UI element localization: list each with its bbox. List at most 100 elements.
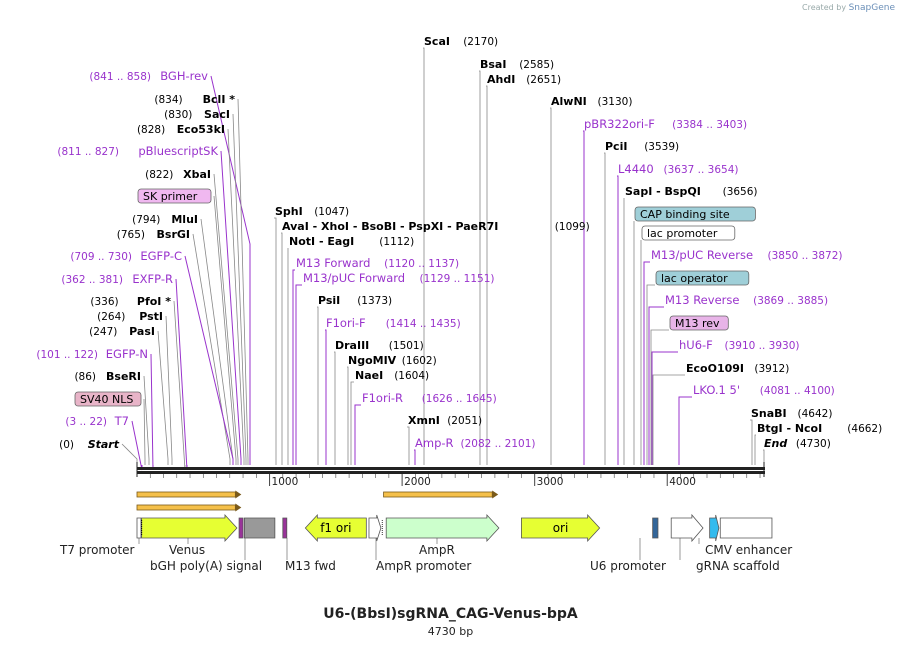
feature-tag-box <box>641 225 736 241</box>
primer-label: Amp-R <box>415 436 454 450</box>
site-position: (3637 .. 3654) <box>664 164 739 176</box>
feature-block <box>521 513 601 543</box>
leader-line <box>754 434 756 465</box>
site-position: (0) <box>59 439 74 451</box>
enzyme-label: PsiI <box>318 294 340 307</box>
ruler-tick-label: 1000 <box>272 476 299 488</box>
leader-line <box>165 315 173 465</box>
enzyme-label: SnaBI <box>751 407 787 420</box>
feature-block <box>238 517 244 539</box>
enzyme-label: ScaI <box>424 35 450 48</box>
leader-line <box>334 351 336 465</box>
site-position: (2651) <box>526 74 561 86</box>
site-position: (3130) <box>598 96 633 108</box>
leader-line <box>650 329 669 465</box>
feature-block <box>670 513 704 543</box>
feature-tag-box <box>137 188 212 204</box>
feature-name: CMV enhancer <box>705 543 792 557</box>
leader-line <box>652 374 685 465</box>
leader-line <box>486 85 488 465</box>
orf-bar <box>383 491 493 498</box>
leader-line <box>121 443 138 465</box>
enzyme-label: XbaI <box>183 168 211 181</box>
feature-tag-label: lac promoter <box>647 227 718 240</box>
left-label-column: BGH-rev(841 .. 858)BclI *(834)SacI(830)E… <box>36 69 235 451</box>
leader-line <box>227 128 245 465</box>
feature-inline-label: ori <box>553 521 569 535</box>
enzyme-label: SapI - BspQI <box>625 185 701 198</box>
ruler-tick-label: 3000 <box>537 476 564 488</box>
leader-line <box>157 330 169 465</box>
sequence-top-strand <box>137 467 765 470</box>
site-position: (101 .. 122) <box>36 349 98 361</box>
site-position: (4081 .. 4100) <box>760 385 835 397</box>
primer-label: pBR322ori-F <box>584 117 655 131</box>
enzyme-label: NgoMIV <box>348 354 397 367</box>
primer-label: L4440 <box>618 162 654 176</box>
site-position: (3912) <box>754 363 789 375</box>
enzyme-label: BtgI - NcoI <box>757 422 822 435</box>
leader-line <box>213 195 237 465</box>
leader-line <box>347 366 349 465</box>
primer-label: LKO.1 5' <box>693 383 740 397</box>
enzyme-label: AhdI <box>487 73 515 86</box>
site-position: (841 .. 858) <box>89 71 151 83</box>
leader-line <box>763 449 765 465</box>
leader-line <box>213 173 239 465</box>
enzyme-label: NotI - EagI <box>289 235 354 248</box>
site-position: (2051) <box>447 415 482 427</box>
leader-line <box>210 75 251 465</box>
feature-tag-box <box>669 315 729 331</box>
site-position: (830) <box>164 109 192 121</box>
site-position: (1120 .. 1137) <box>384 258 459 270</box>
leader-line <box>550 107 552 465</box>
feature-block <box>652 517 659 539</box>
feature-block <box>368 514 382 542</box>
site-position: (765) <box>117 229 145 241</box>
site-position: (2082 .. 2101) <box>461 438 536 450</box>
enzyme-label: End <box>764 437 787 450</box>
leader-line <box>237 98 249 465</box>
feature-block <box>141 513 238 543</box>
leader-line <box>220 150 242 465</box>
orf-arrowhead <box>235 503 242 512</box>
feature-tag-label: SK primer <box>143 190 198 203</box>
site-position: (336) <box>90 296 118 308</box>
ruler-tick-label: 2000 <box>404 476 431 488</box>
primer-label: hU6-F <box>679 338 713 352</box>
leader-line <box>232 113 247 465</box>
feature-block <box>385 513 500 543</box>
leader-line <box>643 261 650 465</box>
leader-line <box>325 329 327 465</box>
feature-block <box>304 513 367 543</box>
leader-line <box>274 217 277 465</box>
feature-name: M13 fwd <box>285 559 336 573</box>
leader-line <box>281 232 283 465</box>
enzyme-label: AvaI - XhoI - BsoBI - PspXI - PaeR7I <box>282 220 498 233</box>
enzyme-label: Start <box>88 438 120 451</box>
site-position: (709 .. 730) <box>70 251 132 263</box>
site-position: (4730) <box>796 438 831 450</box>
leader-line <box>604 152 606 465</box>
enzyme-label: XmnI <box>408 414 440 427</box>
site-position: (1129 .. 1151) <box>420 273 495 285</box>
primer-label: M13 Reverse <box>665 293 739 307</box>
primer-label: M13/pUC Forward <box>303 271 405 285</box>
site-position: (4642) <box>798 408 833 420</box>
snapgene-credit: Created by SnapGene <box>802 3 895 13</box>
feature-block <box>719 517 773 539</box>
feature-block <box>136 517 142 539</box>
leader-line <box>583 130 585 465</box>
site-position: (3656) <box>723 186 758 198</box>
site-position: (362 .. 381) <box>61 274 123 286</box>
enzyme-label: PstI <box>139 310 163 323</box>
enzyme-label: PciI <box>605 140 627 153</box>
site-position: (828) <box>137 124 165 136</box>
leader-line <box>407 426 410 465</box>
sequence-bottom-strand <box>137 471 765 474</box>
primer-label: BGH-rev <box>160 69 208 83</box>
primer-label: F1ori-R <box>362 391 403 405</box>
feature-name: U6 promoter <box>590 559 666 573</box>
site-position: (1099) <box>555 221 590 233</box>
